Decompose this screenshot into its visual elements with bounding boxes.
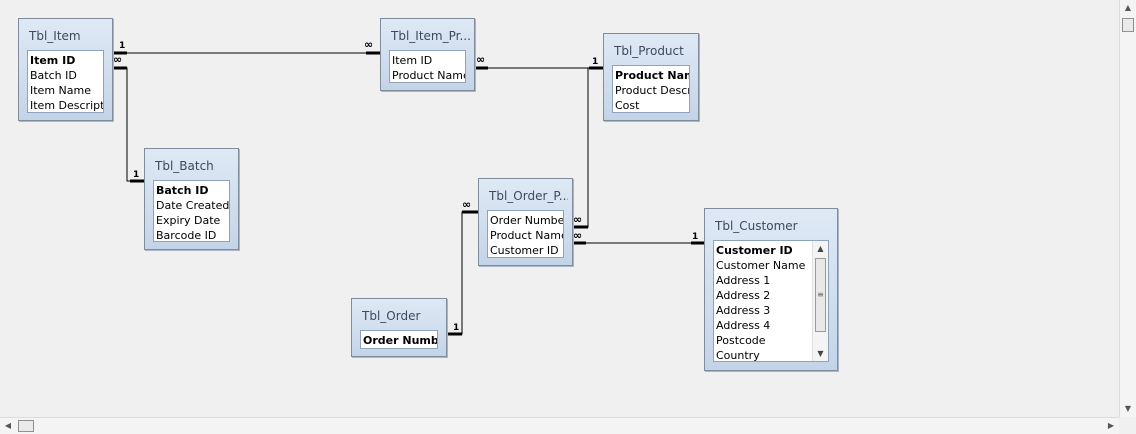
relationship-line[interactable] [446, 211, 478, 335]
up-arrow-icon[interactable]: ▲ [1124, 3, 1132, 12]
cardinality-one-marker: 1 [133, 170, 140, 180]
field-item[interactable]: Cost [615, 99, 640, 112]
field-item[interactable]: Address 4 [716, 319, 771, 332]
field-item[interactable]: Product Name [392, 69, 465, 82]
field-list[interactable]: Batch ID Date Created Expiry Date Barcod… [153, 180, 230, 242]
field-item[interactable]: Product Description [615, 84, 689, 97]
table-customer[interactable]: Tbl_Customer Customer ID Customer Name A… [704, 208, 838, 371]
vertical-scrollbar[interactable]: ▲ ▼ [1119, 0, 1136, 417]
cardinality-one-marker: 1 [119, 41, 126, 51]
field-item[interactable]: Product Name [490, 229, 563, 242]
field-item-primary-key[interactable]: Product Name [615, 69, 689, 82]
field-list[interactable]: Product Name Product Description Cost [612, 65, 690, 113]
field-item-primary-key[interactable]: Item ID [30, 54, 76, 67]
cardinality-many-marker: ∞ [476, 53, 485, 66]
field-item[interactable]: Item Description [30, 99, 103, 112]
field-item[interactable]: Item ID [392, 54, 433, 67]
cardinality-one-marker: 1 [453, 323, 460, 333]
field-list[interactable]: Order Number Product Name Customer ID [487, 210, 564, 258]
field-item[interactable]: Date Created [156, 199, 229, 212]
field-item[interactable]: Address 3 [716, 304, 771, 317]
table-title[interactable]: Tbl_Customer [715, 219, 798, 233]
field-list[interactable]: Customer ID Customer Name Address 1 Addr… [713, 240, 829, 362]
relationship-line[interactable] [113, 67, 144, 182]
table-item[interactable]: Tbl_Item Item ID Batch ID Item Name Item… [18, 18, 113, 121]
field-item[interactable]: Item Name [30, 84, 91, 97]
down-arrow-icon[interactable]: ▼ [817, 349, 824, 358]
horizontal-scrollbar[interactable]: ◀ ▶ [0, 417, 1119, 434]
relationship-lines [113, 51, 705, 336]
cardinality-many-marker: ∞ [573, 213, 582, 226]
cardinality-one-marker: 1 [592, 57, 599, 67]
relationships-canvas[interactable]: 1 ∞ ∞ 1 ∞ 1 ∞ ∞ 1 ∞ 1 Tbl_Item Item ID B… [0, 0, 1119, 417]
down-arrow-icon[interactable]: ▼ [1124, 404, 1132, 413]
table-title[interactable]: Tbl_Order [362, 309, 421, 323]
field-item[interactable]: Batch ID [30, 69, 77, 82]
field-item-primary-key[interactable]: Order Number [363, 334, 437, 347]
field-list[interactable]: Order Number [360, 330, 438, 349]
field-item-primary-key[interactable]: Customer ID [716, 244, 793, 257]
table-order-product[interactable]: Tbl_Order_P... Order Number Product Name… [478, 178, 573, 266]
field-item[interactable]: Address 2 [716, 289, 771, 302]
field-item[interactable]: Country [716, 349, 760, 362]
cardinality-many-marker: ∞ [113, 53, 122, 66]
field-list-scrollbar[interactable]: ▲ ≡ ▼ [812, 241, 828, 361]
field-item[interactable]: Address 1 [716, 274, 771, 287]
relationship-line[interactable] [572, 68, 589, 228]
left-arrow-icon[interactable]: ◀ [4, 421, 12, 430]
up-arrow-icon[interactable]: ▲ [817, 244, 824, 253]
table-title[interactable]: Tbl_Product [614, 44, 684, 58]
field-list[interactable]: Item ID Product Name [389, 50, 466, 83]
table-item-product[interactable]: Tbl_Item_Pr... Item ID Product Name [380, 18, 475, 91]
field-item-primary-key[interactable]: Batch ID [156, 184, 209, 197]
field-item[interactable]: Customer ID [490, 244, 559, 257]
scrollbar-corner [1119, 417, 1136, 434]
table-title[interactable]: Tbl_Item [29, 29, 81, 43]
table-batch[interactable]: Tbl_Batch Batch ID Date Created Expiry D… [144, 148, 239, 250]
field-list[interactable]: Item ID Batch ID Item Name Item Descript… [27, 50, 104, 113]
field-item[interactable]: Order Number [490, 214, 563, 227]
cardinality-many-marker: ∞ [462, 198, 471, 211]
table-title[interactable]: Tbl_Order_P... [489, 189, 568, 203]
table-order[interactable]: Tbl_Order Order Number [351, 298, 447, 357]
table-product[interactable]: Tbl_Product Product Name Product Descrip… [603, 33, 699, 121]
grip-icon: ≡ [817, 290, 824, 299]
cardinality-one-marker: 1 [692, 232, 699, 242]
field-item[interactable]: Barcode ID [156, 229, 217, 242]
right-arrow-icon[interactable]: ▶ [1107, 421, 1115, 430]
table-title[interactable]: Tbl_Batch [155, 159, 214, 173]
cardinality-many-marker: ∞ [364, 38, 373, 51]
cardinality-many-marker: ∞ [573, 229, 582, 242]
field-item[interactable]: Expiry Date [156, 214, 221, 227]
scrollbar-thumb[interactable]: ≡ [815, 258, 826, 332]
table-title[interactable]: Tbl_Item_Pr... [391, 29, 470, 43]
vertical-scrollbar-thumb[interactable] [1122, 18, 1134, 32]
field-item[interactable]: Customer Name [716, 259, 806, 272]
horizontal-scrollbar-thumb[interactable] [18, 420, 34, 432]
field-item[interactable]: Postcode [716, 334, 766, 347]
